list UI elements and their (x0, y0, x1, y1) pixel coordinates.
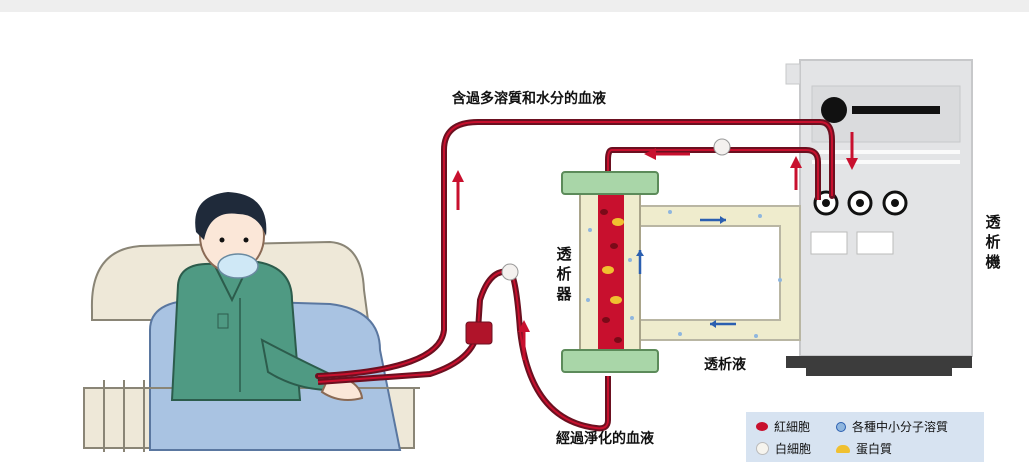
label-machine: 透析機 (985, 213, 1001, 271)
arterial-line-inner (317, 121, 833, 377)
dialysate-circuit (640, 205, 801, 341)
protein-icon (836, 444, 850, 453)
patient-hair (195, 192, 267, 240)
label-dialyzer: 透析器 (556, 245, 572, 303)
face-mask (217, 253, 259, 279)
air-trap-bottom (501, 263, 519, 281)
legend-label-white-cells: 白細胞 (775, 442, 812, 456)
solute-icon (836, 421, 846, 432)
dialyzer (561, 171, 659, 373)
white-cell-icon (756, 442, 769, 455)
flow-arrows (452, 132, 858, 360)
blood-pump (465, 321, 493, 345)
label-dialysate: 透析液 (704, 357, 746, 373)
dialysis-machine (785, 59, 973, 376)
top-banner (0, 0, 1029, 12)
air-trap-top (713, 138, 731, 156)
label-bottom-flow: 經過淨化的血液 (556, 431, 654, 447)
red-cell-icon (756, 422, 768, 431)
dialyzer-top-cap (561, 171, 659, 195)
machine-button-2 (856, 231, 894, 255)
legend-item-red-cells: 紅細胞 (756, 418, 810, 435)
machine-dial-large (821, 97, 847, 123)
label-top-flow: 含過多溶質和水分的血液 (452, 91, 606, 107)
blood-compartment (598, 190, 624, 358)
legend: 紅細胞 各種中小分子溶質 白細胞 蛋白質 (746, 412, 984, 462)
legend-label-protein: 蛋白質 (856, 442, 893, 456)
machine-button-1 (810, 231, 848, 255)
legend-item-white-cells: 白細胞 (756, 440, 811, 457)
dialyzer-bottom-cap (561, 349, 659, 373)
legend-item-protein: 蛋白質 (836, 440, 892, 457)
legend-label-solutes: 各種中小分子溶質 (852, 420, 949, 434)
legend-item-solutes: 各種中小分子溶質 (836, 418, 948, 435)
legend-label-red-cells: 紅細胞 (774, 420, 811, 434)
machine-display-bar (852, 106, 940, 114)
